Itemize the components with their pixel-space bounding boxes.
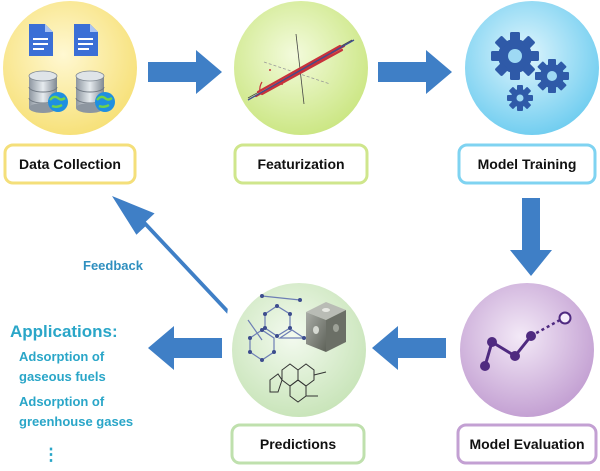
arrow-evaluation-to-predictions <box>372 326 446 370</box>
stage-data-collection: Data Collection <box>3 1 137 185</box>
model-evaluation-circle <box>460 283 594 417</box>
more-applications-ellipsis: ⋮ <box>43 445 60 464</box>
document-icon <box>74 24 98 56</box>
arrow-training-to-evaluation <box>510 198 552 276</box>
line-chart-icon <box>480 311 572 371</box>
arrow-featurization-to-training <box>378 50 452 94</box>
data-collection-circle <box>3 1 137 135</box>
model-evaluation-label: Model Evaluation <box>469 436 584 452</box>
application-item: gaseous fuels <box>19 369 106 384</box>
model-evaluation-label-box <box>456 423 598 465</box>
predictions-circle <box>232 283 366 417</box>
arrow-collection-to-featurization <box>148 50 222 94</box>
database-globe-icon <box>75 70 115 113</box>
featurization-label-box <box>233 143 369 185</box>
application-item: Adsorption of <box>19 349 105 364</box>
predictions-label: Predictions <box>260 436 336 452</box>
feedback-arrow <box>112 196 228 314</box>
featurization-label: Featurization <box>257 156 344 172</box>
material-structures-icon <box>247 294 346 403</box>
data-collection-label-box <box>3 143 137 185</box>
stage-featurization: Featurization <box>233 1 369 185</box>
predictions-label-box <box>230 423 366 465</box>
applications-title: Applications: <box>10 322 118 341</box>
arrows <box>112 50 552 370</box>
model-training-label-box <box>457 143 597 185</box>
scatter-regression-icon <box>247 33 355 105</box>
applications-panel: Applications: Adsorption of gaseous fuel… <box>10 322 133 464</box>
document-icon <box>29 24 53 56</box>
model-training-label: Model Training <box>478 156 577 172</box>
arrow-predictions-to-applications <box>148 326 222 370</box>
stage-model-evaluation: Model Evaluation <box>456 283 598 465</box>
gears-icon <box>491 32 569 111</box>
data-collection-label: Data Collection <box>19 156 121 172</box>
stage-model-training: Model Training <box>457 1 599 185</box>
application-item: Adsorption of <box>19 394 105 409</box>
stage-predictions: Predictions <box>230 283 366 465</box>
feedback-label: Feedback <box>83 258 144 273</box>
application-item: greenhouse gases <box>19 414 133 429</box>
database-globe-icon <box>28 70 68 113</box>
